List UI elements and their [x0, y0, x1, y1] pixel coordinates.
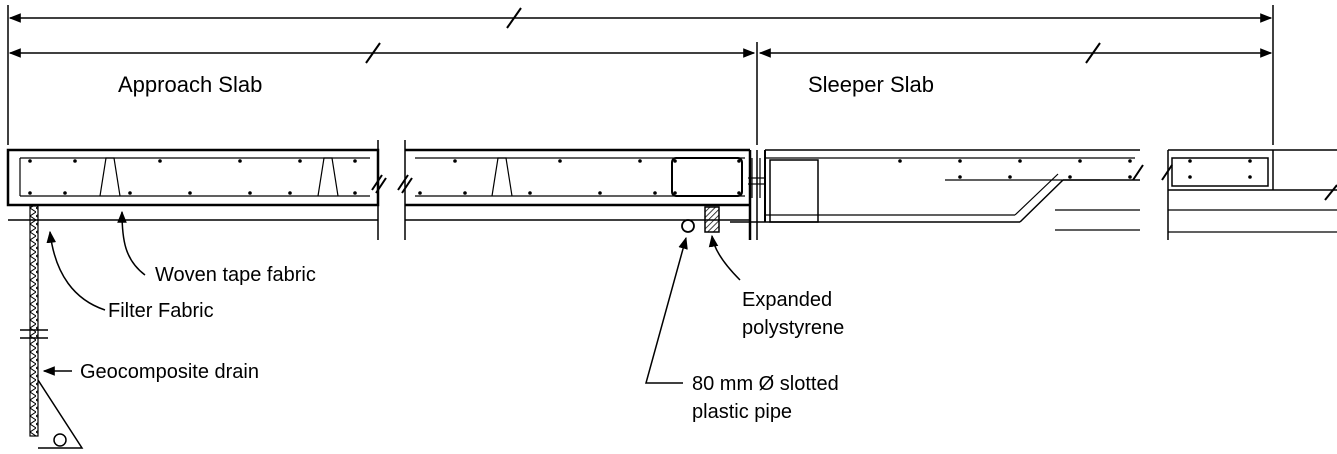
overall-dimension-line	[7, 5, 1274, 145]
polystyrene-leader	[708, 234, 741, 281]
approach-slab-segment-right	[397, 140, 752, 240]
approach-slab-label: Approach Slab	[118, 72, 262, 97]
slotted-pipe	[681, 219, 695, 233]
slab-joint	[681, 150, 766, 240]
sleeper-slab-dimension-line	[756, 42, 1273, 145]
woven-tape-fabric-label: Woven tape fabric	[155, 264, 316, 286]
filter-fabric-leader	[46, 230, 106, 311]
woven-tape-fabric-leader	[117, 210, 146, 276]
sleeper-slab-label: Sleeper Slab	[808, 72, 934, 97]
approach-slab-segment-left	[6, 140, 387, 240]
slotted-pipe-label-line2: plastic pipe	[692, 401, 792, 423]
geocomposite-drain	[20, 205, 84, 449]
sleeper-slab-segment-end	[1161, 149, 1337, 240]
expanded-polystyrene-label-line2: polystyrene	[742, 317, 844, 339]
geocomposite-drain-label: Geocomposite drain	[80, 361, 259, 383]
pipe-leader	[645, 236, 688, 384]
expanded-polystyrene-block	[704, 206, 720, 233]
filter-fabric-label: Filter Fabric	[108, 300, 214, 322]
slotted-pipe-label-line1: 80 mm Ø slotted	[692, 373, 839, 395]
drain-pipe	[53, 433, 67, 447]
sleeper-slab-segment	[730, 149, 1144, 231]
approach-slab-dimension-line	[8, 42, 756, 64]
expanded-polystyrene-label-line1: Expanded	[742, 289, 832, 311]
